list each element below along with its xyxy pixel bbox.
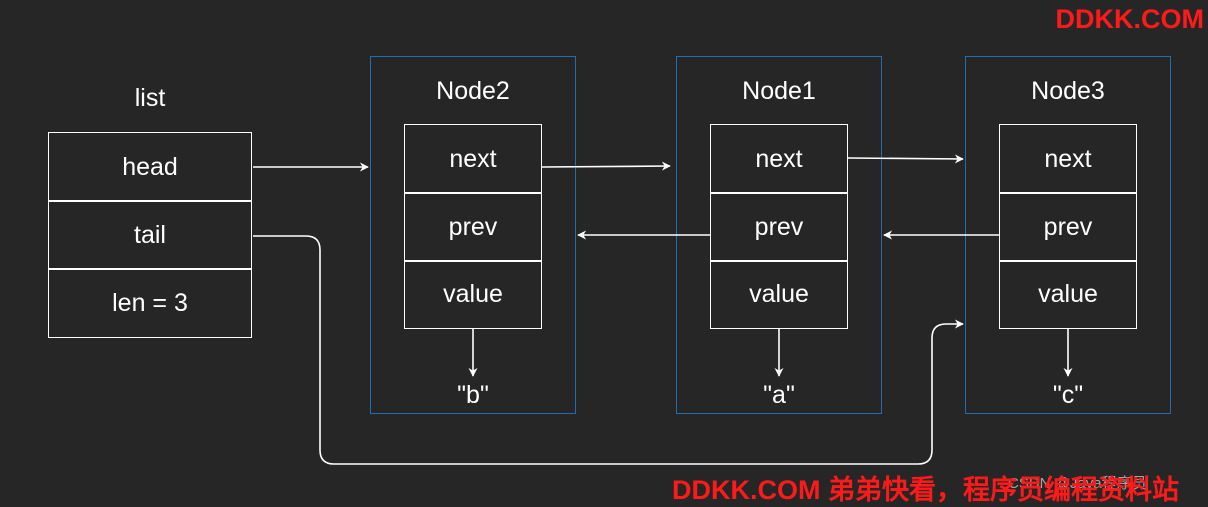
node-2: Node2 "b" (370, 56, 576, 414)
node-3: Node3 "c" (965, 56, 1171, 414)
node-3-value-text: "c" (1052, 381, 1084, 409)
watermark-bottom: DDKK.COM 弟弟快看，程序员编程资料站 (672, 475, 1179, 505)
node-3-field-value: value (999, 260, 1137, 329)
node-1-field-value: value (710, 260, 848, 329)
node-1-title: Node1 (742, 77, 816, 105)
node-2-value-text: "b" (457, 381, 489, 409)
node2-next-arrow (541, 161, 671, 171)
watermark-top: DDKK.COM (1055, 4, 1205, 34)
list-field-len: len = 3 (48, 268, 252, 338)
list-field-tail: tail (48, 200, 252, 270)
node-2-field-prev: prev (404, 192, 542, 262)
tail-arrow (253, 235, 964, 465)
node-2-title: Node2 (436, 77, 510, 105)
list-title: list (134, 84, 166, 112)
node-1-value-text: "a" (763, 381, 795, 409)
node-3-field-next: next (999, 124, 1137, 194)
node-3-title: Node3 (1031, 77, 1105, 105)
node-2-field-value: value (404, 260, 542, 329)
node-3-field-prev: prev (999, 192, 1137, 262)
node-2-field-next: next (404, 124, 542, 194)
node-1-field-prev: prev (710, 192, 848, 262)
node1-next-arrow (847, 154, 964, 164)
node-1-field-next: next (710, 124, 848, 194)
list-field-head: head (48, 132, 252, 202)
watermark-credit: CSDN @Java程序员 (1008, 475, 1147, 492)
